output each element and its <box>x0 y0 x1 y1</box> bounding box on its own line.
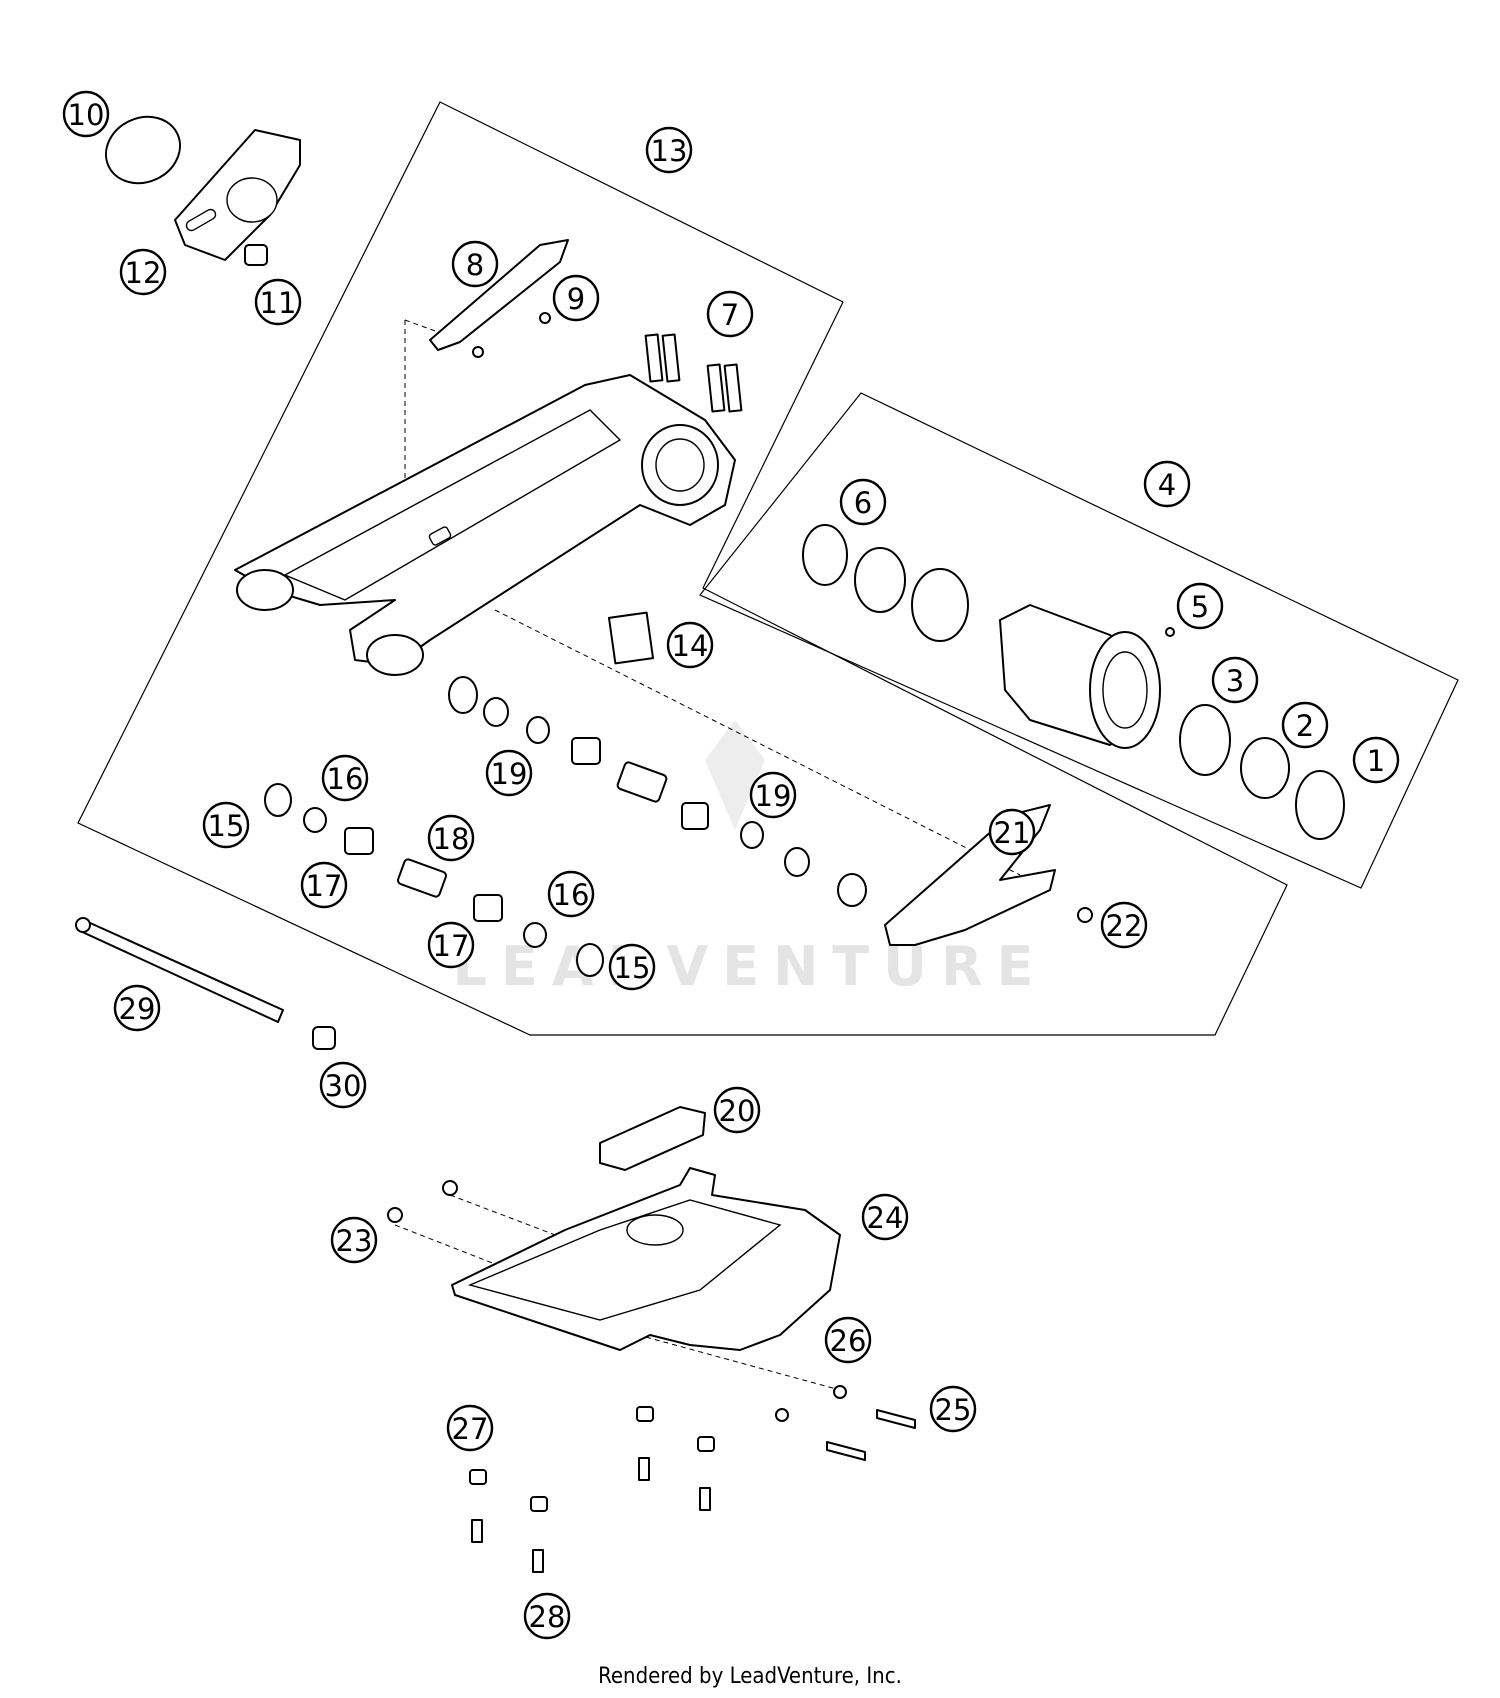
callout-3: 3 <box>1211 656 1259 704</box>
o-ring-10 <box>105 115 181 185</box>
swingarm-assembly-frame <box>77 101 1288 1036</box>
callout-8: 8 <box>451 240 499 288</box>
callout-2: 2 <box>1281 701 1329 749</box>
bearing-kit-frame <box>699 392 1459 889</box>
rubber-pad-20 <box>599 1106 706 1171</box>
svg-text:17: 17 <box>306 869 343 903</box>
bushing-11 <box>244 244 268 266</box>
svg-text:6: 6 <box>854 486 872 520</box>
callout-15: 15 <box>202 801 250 849</box>
callout-18: 18 <box>427 814 475 862</box>
footer-credit: Rendered by LeadVenture, Inc. <box>598 1664 902 1689</box>
svg-text:10: 10 <box>68 98 105 132</box>
callout-19: 19 <box>749 771 797 819</box>
chain-slider-8 <box>429 239 569 351</box>
svg-text:5: 5 <box>1191 590 1209 624</box>
callout-14: 14 <box>666 621 714 669</box>
svg-text:26: 26 <box>830 1324 867 1358</box>
svg-text:25: 25 <box>935 1393 972 1427</box>
callout-16: 16 <box>321 754 369 802</box>
svg-text:4: 4 <box>1158 468 1176 502</box>
chain-guide-plate-12 <box>174 129 301 261</box>
pivot-bushings <box>264 676 867 977</box>
callout-24: 24 <box>861 1193 909 1241</box>
svg-text:7: 7 <box>721 298 739 332</box>
svg-text:1: 1 <box>1367 744 1385 778</box>
label-14 <box>607 611 655 665</box>
callout-6: 6 <box>839 478 887 526</box>
callout-19: 19 <box>485 749 533 797</box>
callout-15: 15 <box>608 943 656 991</box>
callout-25: 25 <box>929 1385 977 1433</box>
callout-labels: 1234567891011121314151516161717181919202… <box>62 90 1400 1640</box>
nut-30 <box>312 1026 336 1050</box>
svg-text:30: 30 <box>325 1069 362 1103</box>
callout-4: 4 <box>1143 460 1191 508</box>
screws-28 <box>471 1457 711 1573</box>
callout-17: 17 <box>427 921 475 969</box>
svg-text:LEADVENTURE: LEADVENTURE <box>453 935 1048 998</box>
bolts-7 <box>644 333 743 413</box>
svg-text:9: 9 <box>567 282 585 316</box>
svg-text:14: 14 <box>672 629 709 663</box>
callout-5: 5 <box>1176 582 1224 630</box>
svg-text:28: 28 <box>529 1600 566 1634</box>
nuts-23 <box>387 1180 458 1223</box>
svg-text:15: 15 <box>208 809 245 843</box>
washer-26 <box>775 1385 847 1422</box>
callout-26: 26 <box>824 1316 872 1364</box>
bolts-25 <box>826 1409 916 1461</box>
callout-12: 12 <box>119 248 167 296</box>
svg-text:19: 19 <box>491 757 528 791</box>
svg-text:18: 18 <box>433 822 470 856</box>
svg-text:27: 27 <box>452 1412 489 1446</box>
leadventure-watermark: LEADVENTURE <box>453 720 1048 998</box>
svg-text:23: 23 <box>336 1224 373 1258</box>
callout-11: 11 <box>254 278 302 326</box>
callout-1: 1 <box>1352 736 1400 784</box>
screw-22 <box>1077 907 1093 923</box>
callout-20: 20 <box>713 1086 761 1134</box>
callout-13: 13 <box>645 126 693 174</box>
callout-21: 21 <box>988 808 1036 856</box>
svg-text:3: 3 <box>1226 664 1244 698</box>
callout-29: 29 <box>113 984 161 1032</box>
callout-10: 10 <box>62 90 110 138</box>
svg-text:20: 20 <box>719 1094 756 1128</box>
rubber-bushings-27 <box>469 1406 715 1512</box>
svg-text:29: 29 <box>119 992 156 1026</box>
callout-30: 30 <box>319 1061 367 1109</box>
svg-text:21: 21 <box>994 816 1031 850</box>
callout-22: 22 <box>1100 901 1148 949</box>
svg-text:11: 11 <box>260 286 297 320</box>
callout-17: 17 <box>300 861 348 909</box>
pivot-axle-29 <box>75 917 284 1023</box>
swingarm-13 <box>234 374 736 676</box>
svg-text:24: 24 <box>867 1201 904 1235</box>
svg-text:19: 19 <box>755 779 792 813</box>
bearing-kit-4 <box>802 524 1345 840</box>
svg-text:13: 13 <box>651 134 688 168</box>
svg-text:16: 16 <box>553 878 590 912</box>
svg-text:15: 15 <box>614 951 651 985</box>
svg-text:12: 12 <box>125 256 162 290</box>
callout-27: 27 <box>446 1404 494 1452</box>
svg-text:17: 17 <box>433 929 470 963</box>
callout-7: 7 <box>706 290 754 338</box>
screw-9 <box>472 312 551 358</box>
callout-23: 23 <box>330 1216 378 1264</box>
svg-text:8: 8 <box>466 248 484 282</box>
svg-text:16: 16 <box>327 762 364 796</box>
svg-text:2: 2 <box>1296 709 1314 743</box>
callout-28: 28 <box>523 1592 571 1640</box>
skid-plate-24 <box>451 1167 841 1351</box>
callout-9: 9 <box>552 274 600 322</box>
svg-text:22: 22 <box>1106 909 1143 943</box>
callout-16: 16 <box>547 870 595 918</box>
